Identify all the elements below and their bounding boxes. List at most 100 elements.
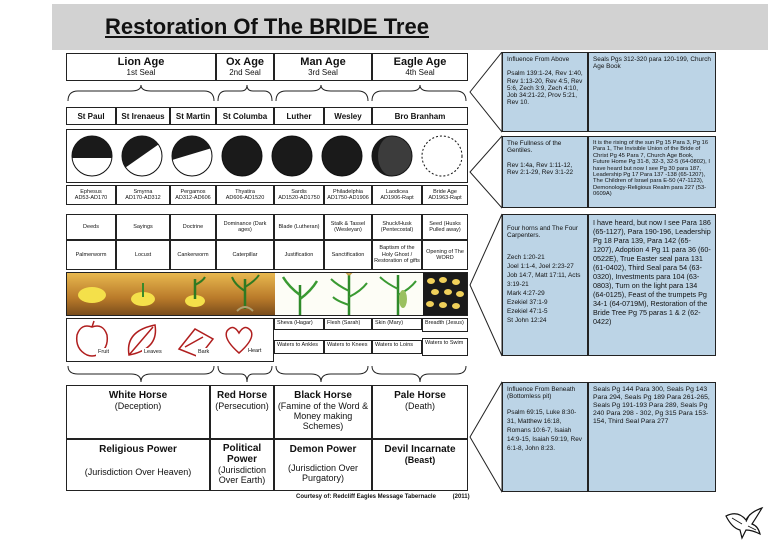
fullness-gentiles-refs: It is the rising of the sun Pg 15 Para 3… — [588, 136, 716, 208]
worm-cell: Baptism of the Holy Ghost / Restoration … — [372, 240, 422, 270]
horse-braces — [67, 365, 467, 383]
age-seal: 1st Seal — [126, 68, 156, 77]
sprout-4-icon — [231, 274, 260, 312]
side-arrows — [469, 52, 502, 493]
moon-phases — [71, 135, 463, 177]
brace-eagle — [371, 84, 467, 102]
corn-stalk-icon — [330, 270, 368, 315]
arrow-2-icon — [469, 135, 502, 209]
influence-beneath-box: Influence From Beneath (Bottomless pit) … — [502, 382, 588, 492]
moon-3-icon — [171, 135, 213, 177]
four-horns-refs: I have heard, but now I see Para 186 (65… — [588, 214, 716, 356]
eagle-logo-icon — [725, 506, 764, 540]
four-horns-box: Four horns and The Four Carpenters. Zech… — [502, 214, 588, 356]
part-label: Flesh (Sarah) — [324, 318, 372, 330]
horse-red: Red Horse(Persecution) — [210, 385, 274, 439]
stage-cell: Blade (Lutheran) — [274, 214, 324, 240]
apple-icon — [75, 320, 109, 357]
growth-illustration — [67, 270, 467, 315]
power-political: Political Power(Jurisdiction Over Earth) — [210, 439, 274, 491]
age-name: Lion Age — [117, 56, 165, 68]
fruit-label: Leaves — [142, 348, 168, 360]
influence-above-refs: Seals Pgs 312-320 para 120-199, Church A… — [588, 52, 716, 132]
age-seal: 4th Seal — [405, 68, 435, 77]
fruit-label: Bark — [196, 348, 216, 360]
brace-ox — [217, 84, 273, 102]
heart-icon — [225, 326, 253, 354]
messenger-cell: St Irenaeus — [116, 107, 170, 125]
worm-cell: Caterpillar — [216, 240, 274, 270]
fruit-row — [66, 318, 274, 362]
age-name: Ox Age — [225, 56, 265, 68]
power-religious: Religious Power(Jurisdiction Over Heaven… — [66, 439, 210, 491]
moon-2-icon — [121, 135, 163, 177]
moon-5-icon — [271, 135, 313, 177]
age-name: Man Age — [300, 56, 346, 68]
water-label: Waters to Ankles — [274, 340, 324, 354]
stage-cell: Shuck/Husk (Pentecostal) — [372, 214, 422, 240]
messenger-cell: Luther — [274, 107, 324, 125]
moon-6-icon — [321, 135, 363, 177]
worm-cell: Justification — [274, 240, 324, 270]
water-label: Waters to Loins — [372, 340, 422, 354]
worm-cell: Palmerworm — [66, 240, 116, 270]
part-label: Skin (Mary) — [372, 318, 422, 330]
moon-7-icon — [371, 135, 413, 177]
moon-4-icon — [221, 135, 263, 177]
sprout-2-icon — [131, 283, 155, 306]
horse-pale: Pale Horse(Death) — [372, 385, 468, 439]
part-label: Breadth (Jesus) — [422, 318, 468, 332]
power-devil: Devil Incarnate(Beast) — [372, 439, 468, 491]
part-label: Sheva (Hagar) — [274, 318, 324, 330]
horse-white: White Horse(Deception) — [66, 385, 210, 439]
water-label: Waters to Swim — [422, 338, 468, 356]
stage-cell: Stalk & Tassel (Wesleyan) — [324, 214, 372, 240]
corn-husk-icon — [379, 275, 417, 315]
age-seal: 3rd Seal — [308, 68, 338, 77]
stage-cell: Dominance (Dark ages) — [216, 214, 274, 240]
arrow-4-icon — [469, 381, 502, 493]
messenger-cell: Bro Branham — [372, 107, 468, 125]
stage-cell: Deeds — [66, 214, 116, 240]
page-title: Restoration Of The BRIDE Tree — [105, 14, 429, 39]
credit-text: Courtesy of: Redcliff Eagles Message Tab… — [296, 494, 470, 500]
worm-cell: Sanctification — [324, 240, 372, 270]
bark-icon — [177, 328, 215, 358]
worm-cell: Opening of The WORD — [422, 240, 468, 270]
age-name: Eagle Age — [393, 56, 447, 68]
moon-1-icon — [71, 135, 113, 177]
brace-lion — [67, 84, 215, 102]
horse-black: Black Horse(Famine of the Word & Money m… — [274, 385, 372, 439]
worm-cell: Locust — [116, 240, 170, 270]
messenger-cell: St Paul — [66, 107, 116, 125]
age-seal: 2nd Seal — [229, 68, 261, 77]
messenger-cell: St Martin — [170, 107, 216, 125]
growth-row — [66, 270, 468, 316]
corn-seeds-icon — [426, 277, 464, 309]
age-ox: Ox Age 2nd Seal — [216, 53, 274, 81]
fruit-label: Fruit — [96, 348, 116, 360]
influence-beneath-refs: Seals Pg 144 Para 300, Seals Pg 143 Para… — [588, 382, 716, 492]
stage-cell: Doctrine — [170, 214, 216, 240]
fruit-illustration — [75, 320, 253, 358]
influence-above-box: Influence From Above Psalm 139:1-24, Rev… — [502, 52, 588, 132]
arrow-3-icon — [469, 213, 502, 357]
moon-8-icon — [421, 135, 463, 177]
fullness-gentiles-box: The Fullness of the Gentiles. Rev 1:4a, … — [502, 136, 588, 208]
age-man: Man Age 3rd Seal — [274, 53, 372, 81]
sprout-3-icon — [185, 276, 206, 307]
power-demon: Demon Power(Jurisdiction Over Purgatory) — [274, 439, 372, 491]
seed-1-icon — [78, 287, 106, 303]
water-label: Waters to Knees — [324, 340, 372, 354]
fruit-label: Heart — [246, 347, 270, 359]
age-lion: Lion Age 1st Seal — [66, 53, 216, 81]
worm-cell: Cankerworm — [170, 240, 216, 270]
age-braces — [67, 84, 467, 102]
